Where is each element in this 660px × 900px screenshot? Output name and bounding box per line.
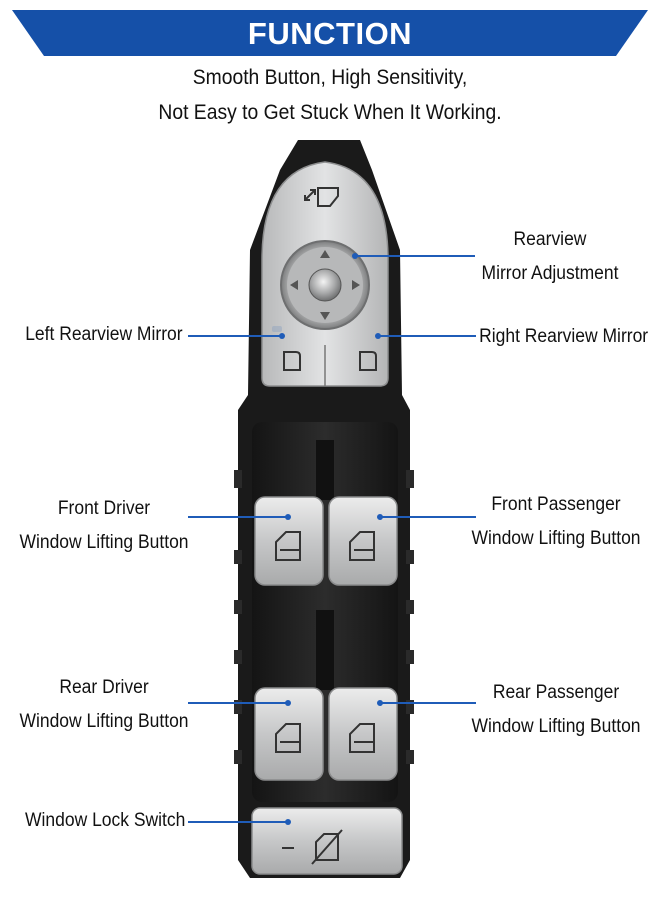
label-rear-passenger: Rear Passenger Window Lifting Button — [471, 676, 640, 744]
leader-left-mirror — [188, 335, 282, 337]
leader-right-mirror — [378, 335, 476, 337]
rear-driver-window-button[interactable] — [254, 687, 324, 781]
label-line: Window Lifting Button — [19, 532, 189, 553]
leader-dot — [352, 253, 358, 259]
window-lift-icon — [275, 723, 301, 753]
leader-front-passenger — [380, 516, 476, 518]
leader-dot — [285, 514, 291, 520]
front-passenger-window-button[interactable] — [328, 496, 398, 586]
label-rear-driver: Rear Driver Window Lifting Button — [19, 671, 188, 739]
leader-dot — [377, 700, 383, 706]
arrow-up-icon — [320, 250, 330, 258]
leader-front-driver — [188, 516, 288, 518]
left-mirror-icon — [283, 351, 301, 371]
leader-dot — [285, 700, 291, 706]
window-lift-icon — [275, 531, 301, 561]
label-line: Rearview — [513, 229, 587, 250]
leader-dot — [285, 819, 291, 825]
function-banner: FUNCTION — [12, 10, 648, 56]
label-line: Mirror Adjustment — [481, 263, 619, 284]
mirror-select-icon — [304, 187, 339, 207]
window-lock-switch[interactable] — [251, 807, 403, 875]
label-left-rearview-mirror: Left Rearview Mirror — [25, 318, 191, 352]
label-line: Right Rearview Mirror — [479, 326, 649, 347]
label-front-driver: Front Driver Window Lifting Button — [19, 492, 188, 560]
label-line: Window Lifting Button — [471, 716, 641, 737]
leader-rear-passenger — [380, 702, 476, 704]
right-mirror-icon — [359, 351, 377, 371]
label-line: Rear Passenger — [492, 682, 620, 703]
arrow-right-icon — [352, 280, 360, 290]
arrow-down-icon — [320, 312, 330, 320]
leader-rearview — [355, 255, 475, 257]
left-mirror-button[interactable] — [272, 326, 301, 371]
leader-rear-driver — [188, 702, 288, 704]
label-window-lock-switch: Window Lock Switch — [25, 804, 187, 838]
label-front-passenger: Front Passenger Window Lifting Button — [471, 488, 640, 556]
label-line: Left Rearview Mirror — [25, 324, 183, 345]
label-line: Rear Driver — [59, 677, 149, 698]
rear-passenger-window-button[interactable] — [328, 687, 398, 781]
label-line: Front Driver — [57, 498, 151, 519]
arrow-left-icon — [290, 280, 298, 290]
label-line: Front Passenger — [491, 494, 621, 515]
window-lock-icon — [311, 829, 343, 865]
label-rearview-mirror-adjustment: Rearview Mirror Adjustment — [476, 223, 623, 291]
label-line: Window Lifting Button — [19, 711, 189, 732]
leader-dot — [375, 333, 381, 339]
label-line: Window Lifting Button — [471, 528, 641, 549]
leader-window-lock — [188, 821, 288, 823]
banner-title: FUNCTION — [247, 16, 413, 51]
banner-shape — [12, 10, 648, 56]
subtitle-line-2: Not Easy to Get Stuck When It Working. — [158, 101, 502, 124]
subtitle-line-1: Smooth Button, High Sensitivity, — [192, 66, 468, 89]
label-line: Window Lock Switch — [25, 810, 186, 831]
right-mirror-button[interactable] — [359, 351, 377, 371]
leader-dot — [279, 333, 285, 339]
leader-dot — [377, 514, 383, 520]
window-lift-icon — [349, 531, 375, 561]
front-driver-window-button[interactable] — [254, 496, 324, 586]
label-right-rearview-mirror: Right Rearview Mirror — [479, 320, 649, 354]
mirror-joystick[interactable] — [280, 240, 370, 330]
window-lift-icon — [349, 723, 375, 753]
